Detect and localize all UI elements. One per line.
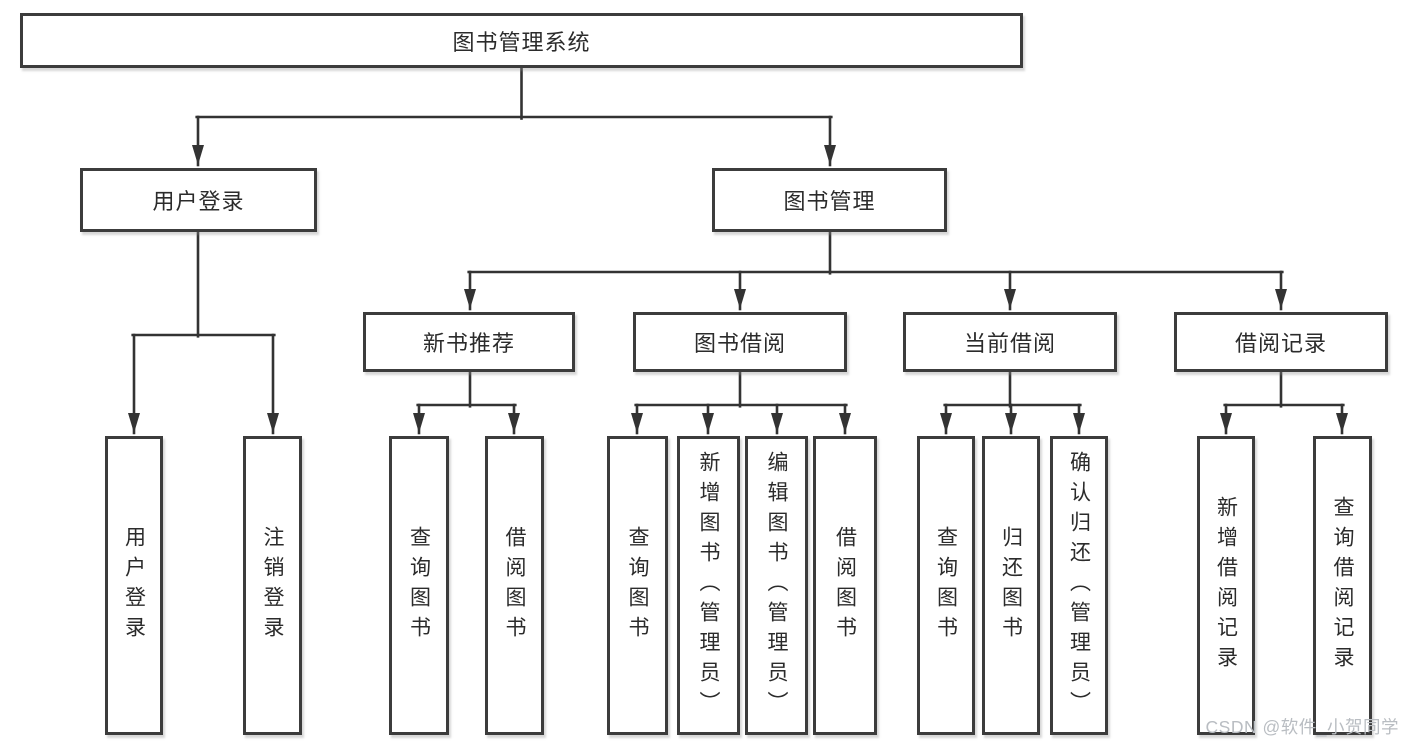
node-add-books-admin: 新增图书（管理员） [677, 436, 740, 735]
node-logout: 注销登录 [243, 436, 302, 735]
node-query-books-1: 查询图书 [389, 436, 449, 735]
node-confirm-return-admin: 确认归还（管理员） [1050, 436, 1108, 735]
node-borrow-books-2: 借阅图书 [813, 436, 877, 735]
node-new-book-recommend: 新书推荐 [363, 312, 575, 372]
node-return-books: 归还图书 [982, 436, 1040, 735]
node-user-login-group: 用户登录 [80, 168, 317, 232]
node-borrow-books-1: 借阅图书 [485, 436, 544, 735]
node-add-borrow-record: 新增借阅记录 [1197, 436, 1255, 735]
node-book-borrow: 图书借阅 [633, 312, 847, 372]
node-library-system: 图书管理系统 [20, 13, 1023, 68]
node-book-management: 图书管理 [712, 168, 947, 232]
node-borrow-records: 借阅记录 [1174, 312, 1388, 372]
node-query-borrow-record: 查询借阅记录 [1313, 436, 1372, 735]
node-edit-books-admin: 编辑图书（管理员） [745, 436, 808, 735]
watermark: CSDN @软件_小贺同学 [1205, 717, 1399, 737]
node-query-books-3: 查询图书 [917, 436, 975, 735]
node-query-books-2: 查询图书 [607, 436, 668, 735]
node-user-login: 用户登录 [105, 436, 163, 735]
node-current-borrow: 当前借阅 [903, 312, 1117, 372]
